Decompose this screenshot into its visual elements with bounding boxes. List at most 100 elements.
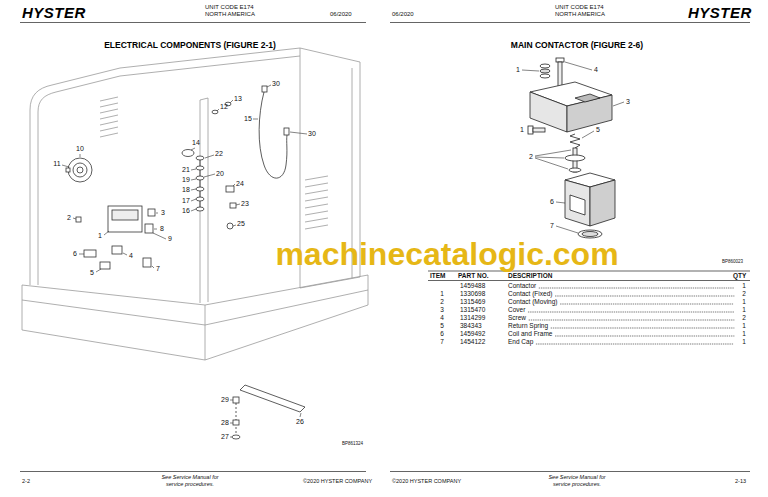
leader-lines [191, 189, 196, 190]
footer-text: 2-2 [22, 478, 30, 485]
chassis-outline [30, 68, 120, 285]
figure-title: ELECTRICAL COMPONENTS (FIGURE 2-1) [104, 40, 276, 50]
contactor-drawing [530, 92, 567, 132]
electrical-parts [240, 385, 305, 412]
page-rules [428, 271, 750, 272]
electrical-parts [196, 156, 204, 160]
electrical-parts [196, 207, 204, 211]
chassis-outline [22, 275, 368, 305]
electrical-parts [259, 92, 287, 178]
table-cell: 1330698 [460, 290, 485, 298]
electrical-parts [66, 86, 305, 439]
leader-lines [522, 70, 539, 71]
header-text: 06/2020 [330, 11, 352, 18]
electrical-parts [68, 158, 92, 182]
electrical-parts [262, 86, 267, 92]
callout-number: 17 [182, 197, 190, 205]
leader-lines [236, 204, 240, 205]
leader-dots [528, 312, 734, 313]
callout-number: 28 [221, 419, 229, 427]
callout-number: 3 [626, 98, 630, 106]
callout-number: 2 [67, 214, 71, 222]
table-cell: Contact (Fixed) [508, 290, 552, 298]
table-cell: 5 [440, 322, 444, 330]
callout-number: 1 [520, 126, 524, 134]
callout-number: 11 [53, 160, 60, 168]
leader-dots [529, 320, 734, 321]
table-header: DESCRIPTION [508, 272, 552, 280]
electrical-parts [196, 166, 204, 170]
callout-number: 29 [221, 396, 229, 404]
table-cell: 3 [440, 306, 444, 314]
leader-lines [233, 225, 236, 226]
contactor-drawing [570, 134, 580, 148]
table-cell: 1 [440, 290, 444, 298]
chassis-outline [38, 76, 120, 285]
leader-lines [62, 62, 624, 437]
table-cell: 1315469 [460, 298, 485, 306]
table-cell: Screw [508, 314, 526, 322]
table-cell: 1315470 [460, 306, 485, 314]
callout-number: 14 [192, 139, 200, 147]
callout-number: 23 [241, 200, 249, 208]
electrical-parts [145, 224, 153, 233]
contactor-drawing [540, 69, 550, 73]
leader-lines [191, 199, 196, 201]
callout-number: 21 [182, 166, 190, 174]
contactor-drawing [540, 74, 550, 78]
leader-lines [96, 269, 101, 272]
leader-dots [536, 344, 734, 345]
leader-dots [555, 336, 734, 337]
electrical-parts [200, 156, 201, 211]
table-cell: 1314299 [460, 314, 485, 322]
callout-number: 5 [596, 126, 600, 134]
table-cell: 1454122 [460, 338, 485, 346]
leader-dots [561, 304, 735, 305]
callout-number: 8 [160, 225, 164, 233]
leader-lines [153, 233, 166, 239]
leader-lines [230, 100, 233, 103]
electrical-parts [226, 186, 234, 192]
leader-lines [556, 202, 565, 203]
leader-lines [556, 226, 578, 233]
page-rules [428, 280, 750, 281]
table-cell: 1 [742, 322, 746, 330]
callout-number: 30 [308, 130, 316, 138]
table-cell: End Cap [508, 338, 533, 346]
leader-lines [565, 62, 592, 70]
leader-lines [152, 266, 154, 268]
callout-number: 10 [76, 145, 84, 153]
leader-lines [582, 131, 594, 138]
table-cell: Contact (Moving) [508, 298, 558, 306]
page-rules [390, 471, 750, 472]
electrical-parts [77, 167, 83, 173]
contactor-drawing [540, 64, 550, 68]
electrical-parts [76, 217, 81, 222]
table-cell: 1 [742, 338, 746, 346]
leader-lines [79, 254, 84, 255]
contactor-drawing [528, 58, 615, 238]
leader-lines [123, 253, 127, 255]
leader-lines [154, 229, 157, 230]
table-cell: 6 [440, 330, 444, 338]
leader-lines [233, 184, 235, 186]
callout-number: 4 [594, 66, 598, 74]
page-rules [20, 471, 366, 472]
table-cell: Cover [508, 306, 525, 314]
leader-lines [191, 209, 196, 211]
chassis-outline [120, 56, 300, 76]
callout-number: 18 [182, 186, 190, 194]
table-cell: 2 [440, 298, 444, 306]
contactor-drawing [533, 128, 545, 132]
table-cell: 1 [742, 330, 746, 338]
leader-lines [290, 132, 307, 134]
chassis-outline [22, 48, 368, 360]
electrical-parts [112, 246, 122, 254]
callout-number: 2 [529, 153, 533, 161]
contactor-drawing [575, 94, 600, 102]
electrical-parts [284, 128, 289, 135]
footer-text: 2-13 [735, 478, 746, 485]
chassis-outline [305, 176, 328, 229]
callout-number: 6 [73, 250, 77, 258]
header-text: UNIT CODE E174 [205, 4, 254, 11]
